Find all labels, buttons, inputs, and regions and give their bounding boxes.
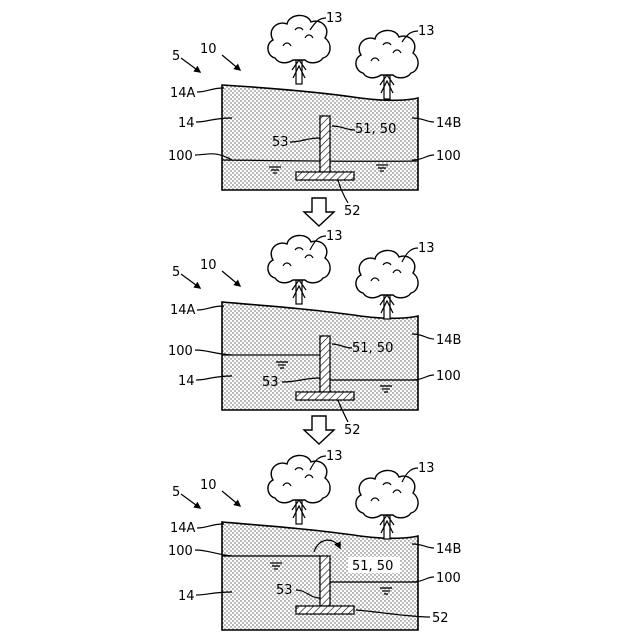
label-14B: 14B <box>436 333 461 348</box>
label-14A: 14A <box>170 86 196 101</box>
tree-icon <box>268 455 330 524</box>
footing-52 <box>296 172 354 180</box>
stage-2: 5 10 13 13 14A 100 14 53 51, 50 14B 100 … <box>168 229 461 438</box>
label-14: 14 <box>178 116 195 131</box>
label-5: 5 <box>172 265 180 280</box>
label-53: 53 <box>276 583 293 598</box>
label-100: 100 <box>436 369 461 384</box>
label-13: 13 <box>418 241 435 256</box>
vertical-wall-53 <box>320 556 330 606</box>
label-51-50: 51, 50 <box>352 559 393 574</box>
label-51-50: 51, 50 <box>355 122 396 137</box>
label-13: 13 <box>326 449 343 464</box>
tree-icon <box>268 235 330 304</box>
down-arrow-icon <box>304 198 334 226</box>
footing-52 <box>296 392 354 400</box>
label-14: 14 <box>178 374 195 389</box>
label-100: 100 <box>168 149 193 164</box>
label-52: 52 <box>344 204 361 219</box>
vertical-wall-53 <box>320 116 330 172</box>
tree-icon <box>356 250 418 319</box>
label-13: 13 <box>418 24 435 39</box>
tree-icon <box>356 30 418 99</box>
label-5: 5 <box>172 49 180 64</box>
label-14A: 14A <box>170 521 196 536</box>
label-10: 10 <box>200 258 217 273</box>
label-13: 13 <box>418 461 435 476</box>
tree-icon <box>268 15 330 84</box>
stage-1: 5 10 13 13 14A 14 100 53 51, 50 14B 100 … <box>168 11 461 219</box>
label-10: 10 <box>200 478 217 493</box>
label-14B: 14B <box>436 542 461 557</box>
label-51-50: 51, 50 <box>352 341 393 356</box>
label-52: 52 <box>432 611 449 626</box>
label-13: 13 <box>326 11 343 26</box>
label-14A: 14A <box>170 303 196 318</box>
tree-icon <box>356 470 418 539</box>
label-53: 53 <box>262 375 279 390</box>
down-arrow-icon <box>304 416 334 444</box>
vertical-wall-53 <box>320 336 330 392</box>
label-100: 100 <box>436 571 461 586</box>
label-13: 13 <box>326 229 343 244</box>
label-53: 53 <box>272 135 289 150</box>
footing-52 <box>296 606 354 614</box>
label-100: 100 <box>168 344 193 359</box>
label-5: 5 <box>172 485 180 500</box>
label-52: 52 <box>344 423 361 438</box>
label-100: 100 <box>168 544 193 559</box>
label-100: 100 <box>436 149 461 164</box>
stage-3: 5 10 13 13 14A 100 14 53 51, 50 14B 100 … <box>168 449 461 630</box>
label-10: 10 <box>200 42 217 57</box>
label-14: 14 <box>178 589 195 604</box>
label-14B: 14B <box>436 116 461 131</box>
